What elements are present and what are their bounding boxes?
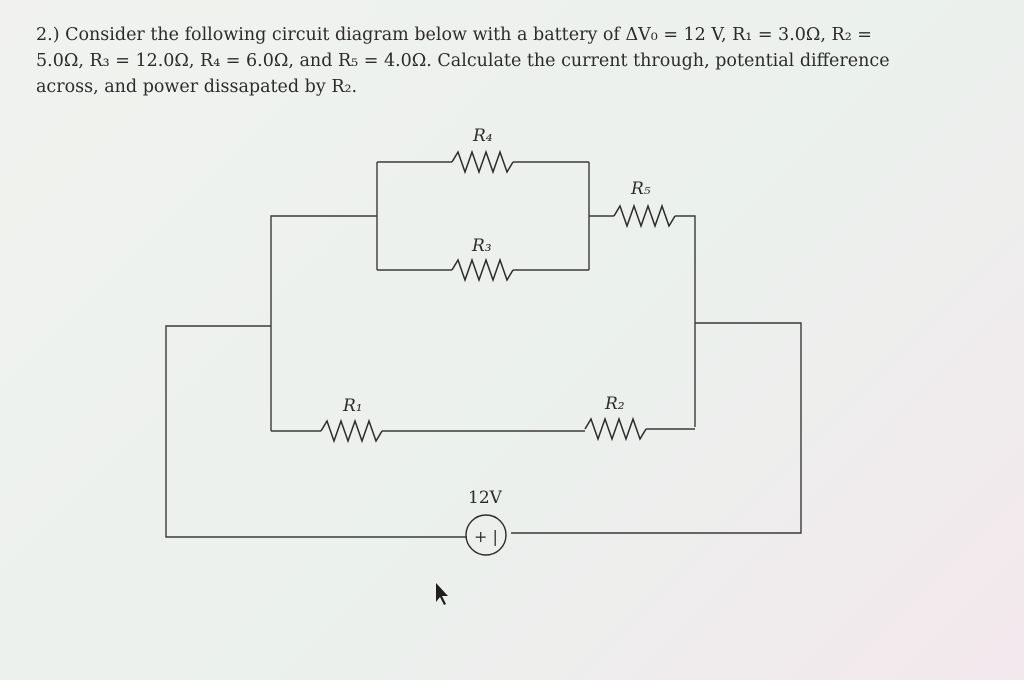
label-r3: R₃	[471, 236, 492, 256]
resistor-r5	[613, 203, 676, 229]
problem-line-2: 5.0Ω, R₃ = 12.0Ω, R₄ = 6.0Ω, and R₅ = 4.…	[36, 51, 890, 71]
left-link-wire	[270, 215, 377, 431]
r4-branch	[377, 149, 589, 175]
problem-line-1: 2.) Consider the following circuit diagr…	[36, 25, 872, 45]
resistor-r3	[451, 257, 514, 283]
resistor-r1	[320, 418, 383, 444]
label-battery-voltage: 12V	[468, 488, 503, 508]
outer-left-wire	[165, 325, 467, 538]
label-r4: R₄	[472, 126, 493, 146]
battery-symbol: + |	[474, 527, 498, 546]
r5-branch	[589, 203, 696, 427]
battery-circle-icon	[465, 514, 507, 556]
battery: + |	[465, 514, 507, 556]
label-r5: R₅	[630, 179, 651, 199]
label-r1: R₁	[342, 396, 363, 416]
r1-r2-branch	[271, 416, 695, 444]
problem-line-3: across, and power dissapated by R₂.	[36, 77, 358, 97]
resistor-r2	[584, 416, 647, 442]
problem-statement: 2.) Consider the following circuit diagr…	[36, 22, 966, 100]
resistor-r4	[451, 149, 514, 175]
outer-right-wire	[511, 322, 802, 534]
r3-branch	[377, 257, 589, 283]
label-r2: R₂	[604, 394, 625, 414]
mouse-pointer-icon	[436, 583, 448, 605]
